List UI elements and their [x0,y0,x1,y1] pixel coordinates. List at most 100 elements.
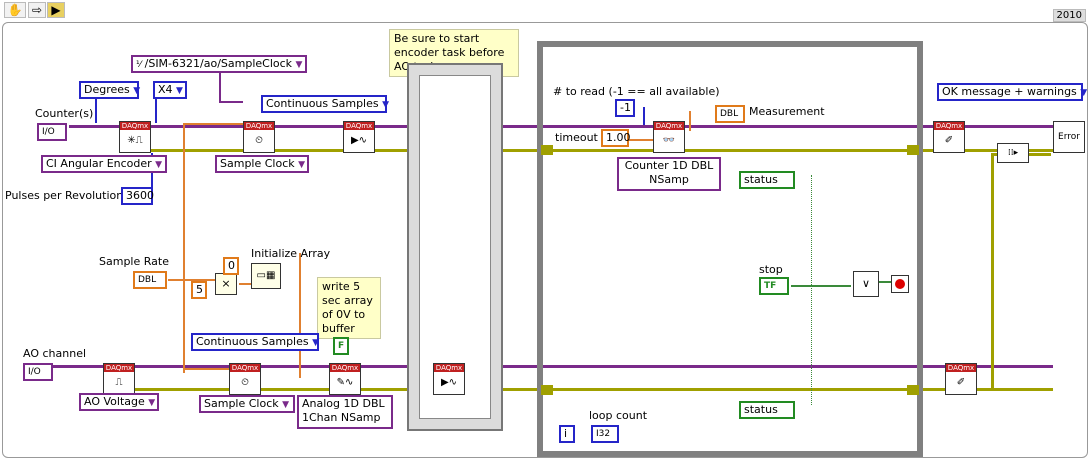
daqmx-read-encoder[interactable]: DAQmx 👓 [653,121,685,153]
units-ring[interactable]: Degrees ▼ [79,81,141,99]
initialize-array-icon[interactable]: ▭▦ [251,263,281,289]
daqmx-start-encoder[interactable]: DAQmx ▶∿ [343,121,375,153]
compound-or-icon[interactable]: ∨ [853,271,879,297]
read-icon: 👓 [662,135,676,146]
measurement-label: Measurement [749,105,825,118]
measurement-type: DBL [720,109,739,119]
while-loop-frame[interactable] [537,41,923,457]
timeout-constant[interactable]: 1.00 [601,129,631,147]
chevron-down-icon: ▼ [1080,88,1088,98]
daqmx-start-ao[interactable]: DAQmx ▶∿ [433,363,465,395]
sample-rate-type: DBL [138,275,157,285]
error-message-type-ring[interactable]: OK message + warnings ▼ [937,83,1087,101]
ao-sample-mode-ring[interactable]: Continuous Samples ▼ [191,333,319,351]
decoding-wire [155,89,157,123]
error-merge-wire [991,153,994,391]
or-out-wire [879,281,895,283]
stop-label: stop [759,263,783,276]
clock-source-wire-h [219,101,243,103]
arrow-icon[interactable]: ⇨ [28,2,46,18]
read-type-line2: NSamp [649,173,689,186]
daqmx-create-channel-ci[interactable]: DAQmx ✳⎍ [119,121,151,153]
to-read-constant[interactable]: -1 [615,99,635,117]
multiply-icon[interactable]: × [215,273,237,295]
sample-rate-control[interactable]: DBL [133,271,167,289]
counters-io-constant[interactable]: I/O [37,123,67,141]
clear-task-icon: ✐ [956,377,966,388]
message-type-value: OK message + warnings [942,85,1077,98]
daqmx-timing-ao[interactable]: DAQmx ⏲ [229,363,261,395]
pulses-constant[interactable]: 3600 [121,187,154,205]
timing-type-value: Sample Clock [220,157,295,170]
create-channel-icon: ✳⎍ [127,135,143,146]
write-type-line1: Analog 1D DBL [302,397,385,410]
merge-errors-icon[interactable]: ⁞⁞▸ [997,143,1029,163]
ao-channel-io-constant[interactable]: I/O [23,363,53,381]
io-icon: I/O [42,127,55,137]
error-icon-text: Error [1058,132,1080,142]
stop-type: TF [764,281,777,291]
encoder-timing-type-ring[interactable]: Sample Clock ▼ [215,155,309,173]
sample-rate-label: Sample Rate [99,255,169,268]
chevron-down-icon: ▼ [148,398,156,408]
chevron-down-icon: ▼ [282,400,290,410]
hand-icon[interactable]: ✋ [4,2,26,18]
encoder-error-wire [121,149,1071,152]
start-task-icon: ▶∿ [440,377,458,388]
status-unbundle-2: status [739,401,795,419]
stop-control[interactable]: TF [759,277,789,295]
encoder-sample-mode-ring[interactable]: Continuous Samples ▼ [261,95,389,113]
zero-constant[interactable]: 0 [223,257,239,275]
read-type-ring[interactable]: Counter 1D DBL NSamp [617,157,721,191]
units-value: Degrees [84,83,130,96]
highlight-icon[interactable]: ▶ [47,2,65,18]
toolbar: ✋ ⇨ ▶ 2010 [0,0,1090,22]
sample-rate-wire-top [183,123,243,125]
chevron-down-icon: ▼ [133,86,141,96]
pulses-wire [151,153,153,193]
ao-error-shift-register-left [541,385,553,395]
clock-icon: ⏲ [255,135,263,146]
daqmx-clear-ao[interactable]: DAQmx ✐ [945,363,977,395]
five-constant[interactable]: 5 [191,281,207,299]
sample-mode-value: Continuous Samples [196,335,309,348]
error-shift-register-right [907,145,919,155]
daqmx-clear-encoder[interactable]: DAQmx ✐ [933,121,965,153]
loop-count-label: loop count [589,409,648,422]
sample-rate-wire-bottom [183,368,233,370]
sample-rate-wire-mult [168,279,218,281]
encoder-task-wire [69,125,1069,128]
clock-source-constant[interactable]: ⅟ /SIM-6321/ao/SampleClock ▼ [131,55,307,73]
ao-measure-type-ring[interactable]: AO Voltage ▼ [79,393,159,411]
sample-rate-wire-v [183,123,185,373]
ao-timing-type-ring[interactable]: Sample Clock ▼ [199,395,295,413]
ao-write-type-ring[interactable]: Analog 1D DBL 1Chan NSamp [297,395,393,429]
mult-out-wire [239,283,253,285]
ci-measure-type-value: CI Angular Encoder [46,157,152,170]
daqmx-write-ao[interactable]: DAQmx ✎∿ [329,363,361,395]
status-unbundle-1: status [739,171,795,189]
clock-icon: ⏲ [241,377,249,388]
chevron-down-icon: ▼ [176,86,183,96]
clock-source-value: /SIM-6321/ao/SampleClock [144,57,293,70]
error-handler-icon[interactable]: Error [1053,121,1085,153]
measurement-wire [689,111,691,131]
status-label-1: status [744,173,778,186]
array-wire-v [299,253,301,378]
daqmx-create-channel-ao[interactable]: DAQmx ⎍ [103,363,135,395]
status-label-2: status [744,403,778,416]
chevron-down-icon: ▼ [155,160,163,170]
stop-condition-icon [895,279,905,289]
ci-measure-type-ring[interactable]: CI Angular Encoder ▼ [41,155,167,173]
stop-condition-terminal[interactable] [891,275,909,293]
timing-type-value: Sample Clock [204,397,279,410]
write-note: write 5 sec array of 0V to buffer [317,277,381,339]
decoding-ring[interactable]: X4 ▼ [153,81,187,99]
to-read-wire [643,107,645,125]
autostart-constant[interactable]: F [333,337,349,355]
daqmx-timing-encoder[interactable]: DAQmx ⏲ [243,121,275,153]
clear-task-icon: ✐ [944,135,954,146]
io-icon: I/O [28,367,41,377]
read-type-line1: Counter 1D DBL [624,159,714,172]
io-icon: ⅟ [136,60,142,70]
